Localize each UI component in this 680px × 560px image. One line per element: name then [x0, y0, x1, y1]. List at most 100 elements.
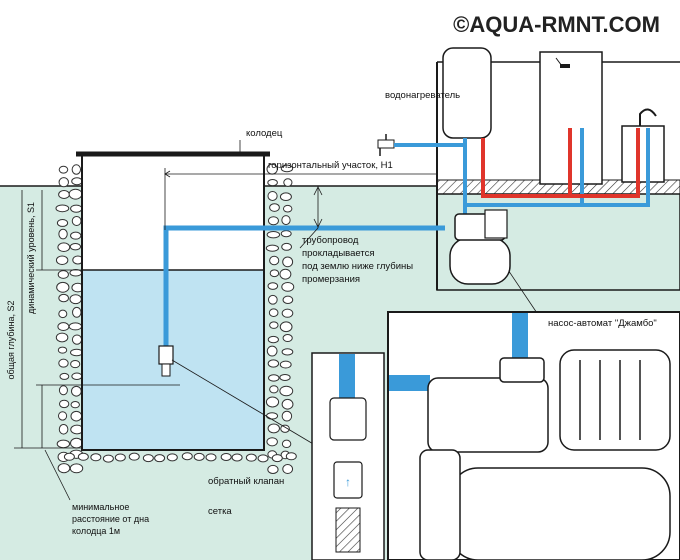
stone: [71, 177, 83, 186]
stone: [58, 293, 69, 303]
stone: [57, 242, 71, 253]
stone: [58, 358, 69, 368]
stone: [71, 334, 83, 345]
stone: [279, 192, 292, 202]
stone: [267, 464, 279, 474]
check-valve-detail: ↑: [311, 352, 385, 560]
stone: [267, 179, 278, 187]
stone: [102, 454, 114, 463]
stone: [71, 215, 82, 227]
stone: [56, 439, 71, 449]
stone: [128, 452, 140, 461]
stone: [281, 308, 294, 318]
outdoor-tap-icon: [377, 134, 395, 156]
stone: [266, 345, 278, 357]
stone: [55, 204, 70, 213]
label-pipeline-line1: трубопровод: [302, 235, 359, 246]
detail-pump: [427, 349, 671, 453]
stone: [142, 454, 154, 463]
stone: [266, 412, 279, 420]
stone: [57, 346, 68, 354]
stone: [281, 348, 294, 356]
stone: [58, 165, 69, 174]
stone: [69, 242, 82, 251]
stone: [267, 335, 279, 344]
stone: [58, 309, 68, 319]
label-pipeline-line2: прокладывается: [302, 248, 375, 259]
stone: [269, 255, 280, 266]
label-strainer: сетка: [208, 506, 232, 517]
stone: [282, 464, 294, 474]
label-pipeline-line4: промерзания: [302, 274, 360, 285]
stone: [71, 372, 83, 380]
svg-text:↑: ↑: [345, 475, 351, 489]
stone: [70, 231, 82, 240]
stone: [266, 230, 281, 239]
label-horizontal-section: горизонтальный участок, H1: [268, 160, 393, 171]
stone: [55, 332, 69, 343]
stone: [57, 411, 68, 421]
intake-pipe: [163, 225, 445, 350]
stone: [205, 453, 217, 462]
stone: [267, 359, 280, 368]
detail-tank: [419, 449, 671, 560]
stone: [70, 348, 84, 357]
stone: [58, 177, 69, 188]
stone: [231, 453, 243, 462]
label-min-distance-line1: минимальное: [72, 502, 129, 512]
stone: [282, 295, 294, 304]
stone: [70, 401, 80, 409]
stone: [269, 321, 279, 329]
stone: [283, 178, 293, 187]
stone: [280, 164, 294, 173]
label-pipeline-line3: под землю ниже глубины: [302, 261, 413, 272]
stone: [63, 452, 75, 461]
stone: [58, 189, 70, 199]
stone: [282, 334, 293, 343]
stone: [181, 452, 193, 461]
stone: [56, 281, 70, 293]
stone: [69, 463, 84, 474]
stone: [279, 360, 292, 369]
stone: [281, 242, 292, 251]
stone: [281, 398, 294, 410]
stone: [267, 190, 278, 201]
label-min-distance-line3: колодца 1м: [72, 526, 120, 536]
stone: [257, 454, 269, 463]
stone: [220, 452, 232, 461]
stone: [280, 230, 292, 238]
label-well: колодец: [246, 128, 283, 139]
stone: [282, 204, 293, 213]
horizontal-section-dimension: [164, 168, 437, 230]
hot-water-pipes: [481, 128, 640, 198]
stone: [68, 188, 83, 200]
stone: [268, 308, 279, 317]
stone: [69, 268, 83, 277]
stone: [193, 452, 205, 461]
stone: [267, 216, 279, 226]
stone: [281, 281, 295, 292]
stone: [279, 385, 294, 397]
stone: [58, 228, 68, 240]
stone: [245, 453, 257, 462]
label-check-valve: обратный клапан: [208, 476, 284, 487]
stone: [265, 244, 280, 252]
stone: [71, 164, 82, 175]
watermark: ©AQUA-RMNT.COM: [453, 12, 660, 37]
stone: [57, 270, 69, 279]
label-total-depth: общая глубина, S2: [6, 300, 16, 379]
label-dynamic-level: динамический уровень, S1: [26, 202, 36, 314]
pump-station-small: [449, 209, 511, 285]
sink: [621, 125, 665, 183]
stone: [279, 321, 293, 333]
stone: [57, 463, 71, 474]
stone: [70, 359, 81, 369]
stone: [70, 410, 83, 422]
stone: [267, 423, 280, 434]
check-valve-icon: [158, 345, 174, 377]
stone: [58, 399, 70, 409]
stone: [269, 385, 279, 394]
stone: [69, 294, 82, 305]
